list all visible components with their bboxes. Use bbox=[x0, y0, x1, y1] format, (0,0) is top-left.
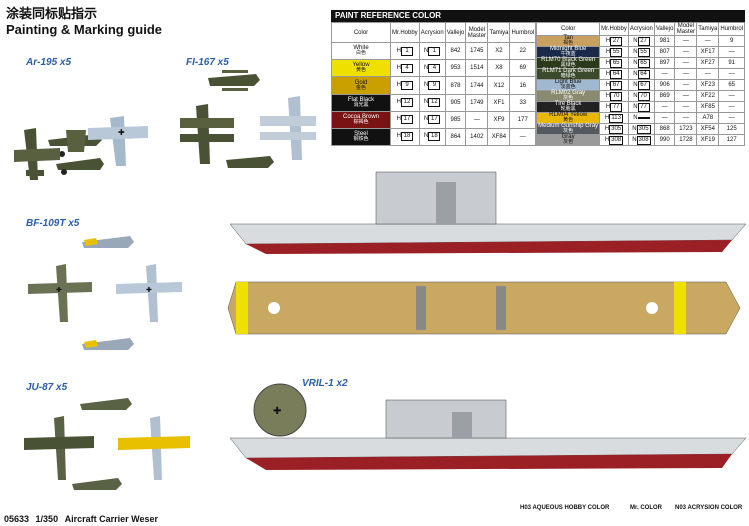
fi167-top-view bbox=[180, 104, 234, 164]
vril1-disc-camo: ✚ bbox=[253, 383, 307, 437]
ju87-side-view bbox=[80, 398, 132, 410]
carrier-flight-deck bbox=[227, 281, 741, 335]
page-title-cn: 涂装同标贴指示 bbox=[6, 6, 98, 21]
fi167-bottom-view bbox=[260, 96, 316, 160]
aircraft-illustrations: ✚ ✚ ✚ bbox=[14, 70, 316, 490]
carrier-side-profile bbox=[229, 171, 747, 254]
section-fi167: FI-167 x5 bbox=[186, 57, 229, 68]
scale: 1/350 bbox=[35, 514, 59, 524]
svg-text:✚: ✚ bbox=[146, 286, 152, 294]
product-code: 05633 bbox=[4, 514, 30, 524]
bf109t-top-view: ✚ bbox=[28, 264, 92, 322]
ship-illustrations bbox=[227, 171, 747, 470]
ar195-bottom-view: ✚ bbox=[88, 116, 148, 166]
svg-text:✚: ✚ bbox=[118, 128, 125, 137]
bf109t-bottom-view: ✚ bbox=[116, 264, 182, 322]
ju87-side-view-2 bbox=[72, 478, 122, 490]
footer: 05633 1/350 Aircraft Carrier Weser bbox=[4, 514, 158, 524]
ju87-top-view bbox=[24, 416, 94, 480]
section-ju87: JU-87 x5 bbox=[26, 382, 68, 393]
legend-acrysion: N03 ACRYSION COLOR bbox=[675, 505, 743, 511]
product-name: Aircraft Carrier Weser bbox=[64, 514, 158, 524]
bf109t-side-view-2 bbox=[82, 338, 134, 350]
fi167-side-view-2 bbox=[226, 156, 274, 168]
bf109t-side-view bbox=[82, 236, 134, 248]
ar195-top-view bbox=[14, 128, 60, 180]
ar195-side-view-2 bbox=[56, 158, 104, 175]
page-title-en: Painting & Marking guide bbox=[6, 22, 163, 37]
svg-text:✚: ✚ bbox=[273, 406, 281, 417]
section-ar195: Ar-195 x5 bbox=[26, 57, 72, 68]
paint-table-title: PAINT REFERENCE COLOR bbox=[331, 10, 745, 22]
svg-text:✚: ✚ bbox=[56, 286, 62, 294]
legend-mr-color: Mr. COLOR bbox=[630, 505, 663, 511]
legend-aqueous: H03 AQUEOUS HOBBY COLOR bbox=[520, 505, 610, 511]
section-vril1: VRIL-1 x2 bbox=[302, 378, 348, 389]
ju87-bottom-view bbox=[118, 416, 190, 480]
fi167-side-view bbox=[208, 70, 260, 91]
section-bf109t: BF-109T x5 bbox=[26, 218, 80, 229]
carrier-side-profile-2 bbox=[229, 399, 747, 470]
